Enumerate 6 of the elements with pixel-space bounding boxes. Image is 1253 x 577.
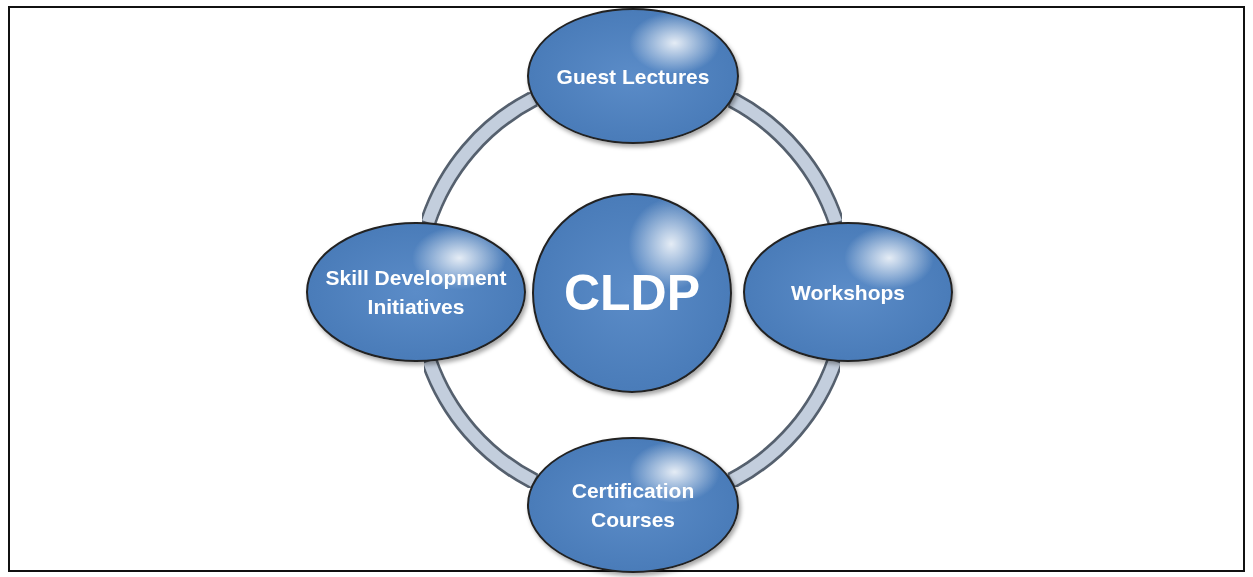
node-label: Certification Courses <box>570 478 696 533</box>
ring-connector <box>729 359 841 486</box>
node-label: Guest Lectures <box>556 63 710 90</box>
node-label: Workshops <box>791 279 905 306</box>
node-label: Skill Development Initiatives <box>324 265 508 320</box>
node-label: CLDP <box>563 265 701 321</box>
